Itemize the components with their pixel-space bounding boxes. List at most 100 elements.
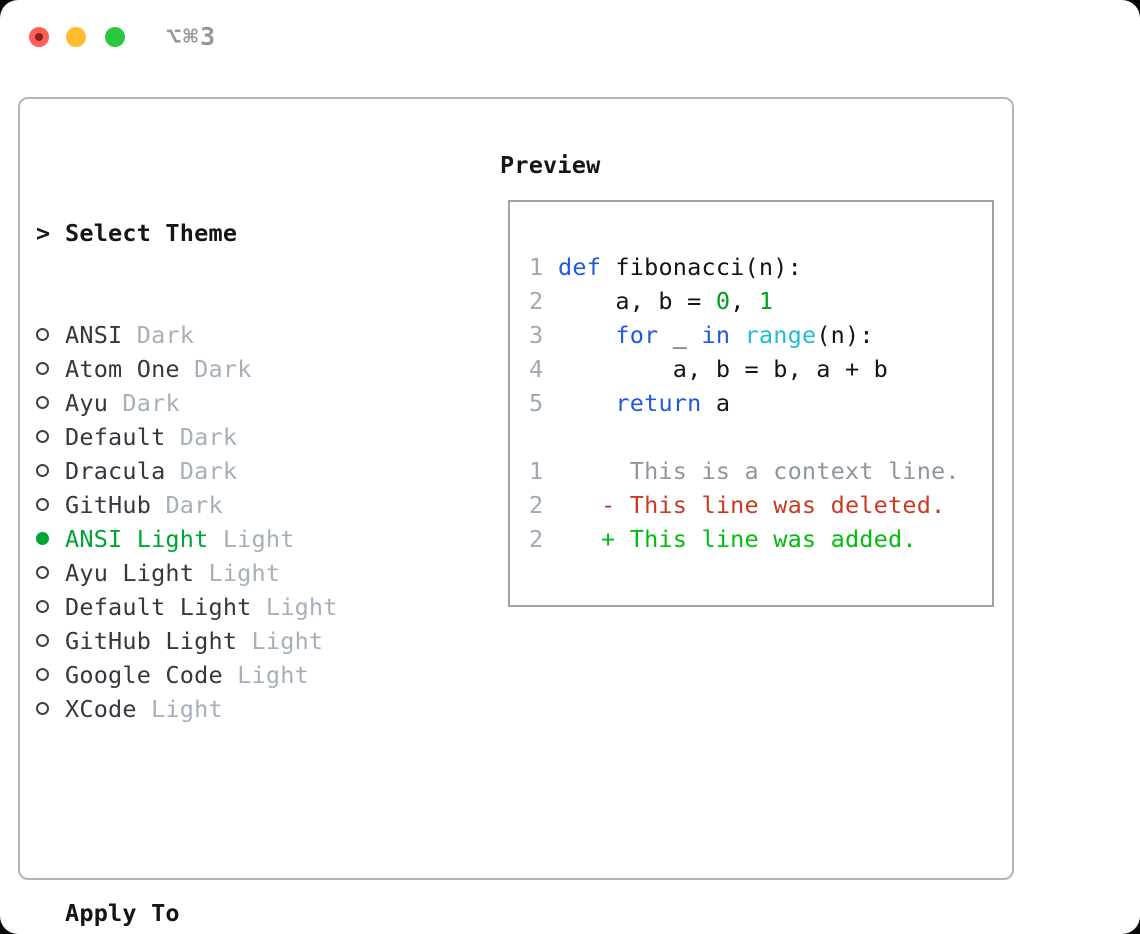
code-token: a, b =	[558, 287, 716, 315]
code-token: in	[701, 321, 731, 349]
code-token: def	[558, 253, 602, 281]
radio-icon	[36, 566, 49, 579]
code-token: + This line was added.	[558, 525, 917, 553]
code-line: 3 for _ in range(n):	[529, 318, 960, 352]
code-token: a	[701, 389, 731, 417]
code-line-blank	[529, 420, 960, 454]
theme-item-ayu-light[interactable]: Ayu Light Light	[36, 556, 438, 590]
theme-variant: Dark	[151, 491, 223, 519]
theme-variant: Dark	[165, 457, 238, 485]
code-token: for	[615, 321, 659, 349]
line-number: 1	[529, 253, 544, 281]
radio-icon	[36, 328, 49, 341]
code-token: 1	[758, 287, 774, 315]
theme-name: Atom One	[65, 355, 180, 383]
theme-variant: Light	[222, 661, 309, 689]
radio-icon	[36, 702, 49, 715]
theme-item-ayu[interactable]: Ayu Dark	[36, 386, 438, 420]
code-line: 1 def fibonacci(n):	[529, 250, 960, 284]
code-token: - This line was deleted.	[558, 491, 946, 519]
code-token: ,	[730, 287, 759, 315]
line-number: 3	[529, 321, 544, 349]
line-number: 1	[529, 457, 544, 485]
theme-name: Ayu Light	[65, 559, 195, 587]
window-title: ⌥⌘3	[166, 22, 218, 51]
code-line: 2 - This line was deleted.	[529, 488, 960, 522]
theme-name: ANSI	[65, 321, 123, 349]
theme-name: GitHub Light	[65, 627, 238, 655]
code-line: 4 a, b = b, a + b	[529, 352, 960, 386]
code-token	[730, 321, 744, 349]
apply-header-row: Apply To	[36, 896, 438, 930]
radio-icon	[36, 430, 49, 443]
theme-variant: Dark	[179, 355, 252, 383]
radio-icon	[36, 634, 49, 647]
theme-name: Google Code	[65, 661, 223, 689]
preview-title: Preview	[500, 151, 601, 179]
theme-variant: Dark	[165, 423, 238, 451]
code-token: return	[615, 389, 702, 417]
theme-item-ansi[interactable]: ANSI Dark	[36, 318, 438, 352]
spacer	[36, 794, 438, 828]
line-number: 2	[529, 525, 544, 553]
theme-variant: Dark	[122, 321, 195, 349]
apply-title: Apply To	[65, 899, 180, 927]
radio-icon	[36, 668, 49, 681]
line-number: 5	[529, 389, 544, 417]
close-button[interactable]	[29, 27, 49, 47]
focus-caret-icon: >	[36, 219, 51, 247]
line-number: 2	[529, 491, 544, 519]
theme-variant: Light	[194, 559, 281, 587]
code-token: (n):	[816, 321, 874, 349]
theme-name: Default	[65, 423, 166, 451]
line-number: 4	[529, 355, 544, 383]
code-token: This is a context line.	[558, 457, 960, 485]
theme-item-github[interactable]: GitHub Dark	[36, 488, 438, 522]
theme-name: Default Light	[65, 593, 252, 621]
radio-icon	[36, 464, 49, 477]
code-line: 2 a, b = 0, 1	[529, 284, 960, 318]
theme-variant: Light	[136, 695, 223, 723]
theme-name: Ayu	[65, 389, 109, 417]
theme-variant: Dark	[108, 389, 180, 417]
theme-item-xcode[interactable]: XCode Light	[36, 692, 438, 726]
theme-item-google-code[interactable]: Google Code Light	[36, 658, 438, 692]
code-token: range	[744, 321, 817, 349]
theme-list-title: Select Theme	[65, 219, 238, 247]
code-token	[558, 389, 615, 417]
theme-variant: Light	[251, 593, 338, 621]
theme-item-default[interactable]: Default Dark	[36, 420, 438, 454]
theme-variant: Light	[237, 627, 324, 655]
code-token: a, b = b, a + b	[558, 355, 889, 383]
code-token: _	[658, 321, 702, 349]
theme-variant: Light	[208, 525, 295, 553]
theme-name: XCode	[65, 695, 137, 723]
radio-icon	[36, 396, 49, 409]
radio-icon	[36, 362, 49, 375]
theme-item-atom-one[interactable]: Atom One Dark	[36, 352, 438, 386]
zoom-button[interactable]	[105, 27, 125, 47]
radio-icon	[36, 498, 49, 511]
minimize-button[interactable]	[66, 27, 86, 47]
theme-name: GitHub	[65, 491, 152, 519]
theme-item-default-light[interactable]: Default Light Light	[36, 590, 438, 624]
line-number: 2	[529, 287, 544, 315]
radio-selected-icon	[36, 532, 49, 545]
code-token	[558, 321, 615, 349]
theme-item-github-light[interactable]: GitHub Light Light	[36, 624, 438, 658]
theme-name: Dracula	[65, 457, 166, 485]
theme-item-dracula[interactable]: Dracula Dark	[36, 454, 438, 488]
code-token: fibonacci(n):	[601, 253, 802, 281]
radio-icon	[36, 600, 49, 613]
theme-item-ansi-light[interactable]: ANSI Light Light	[36, 522, 438, 556]
code-line: 2 + This line was added.	[529, 522, 960, 556]
code-line: 5 return a	[529, 386, 960, 420]
code-token: 0	[715, 287, 731, 315]
code-line: 1 This is a context line.	[529, 454, 960, 488]
theme-name: ANSI Light	[65, 525, 209, 553]
